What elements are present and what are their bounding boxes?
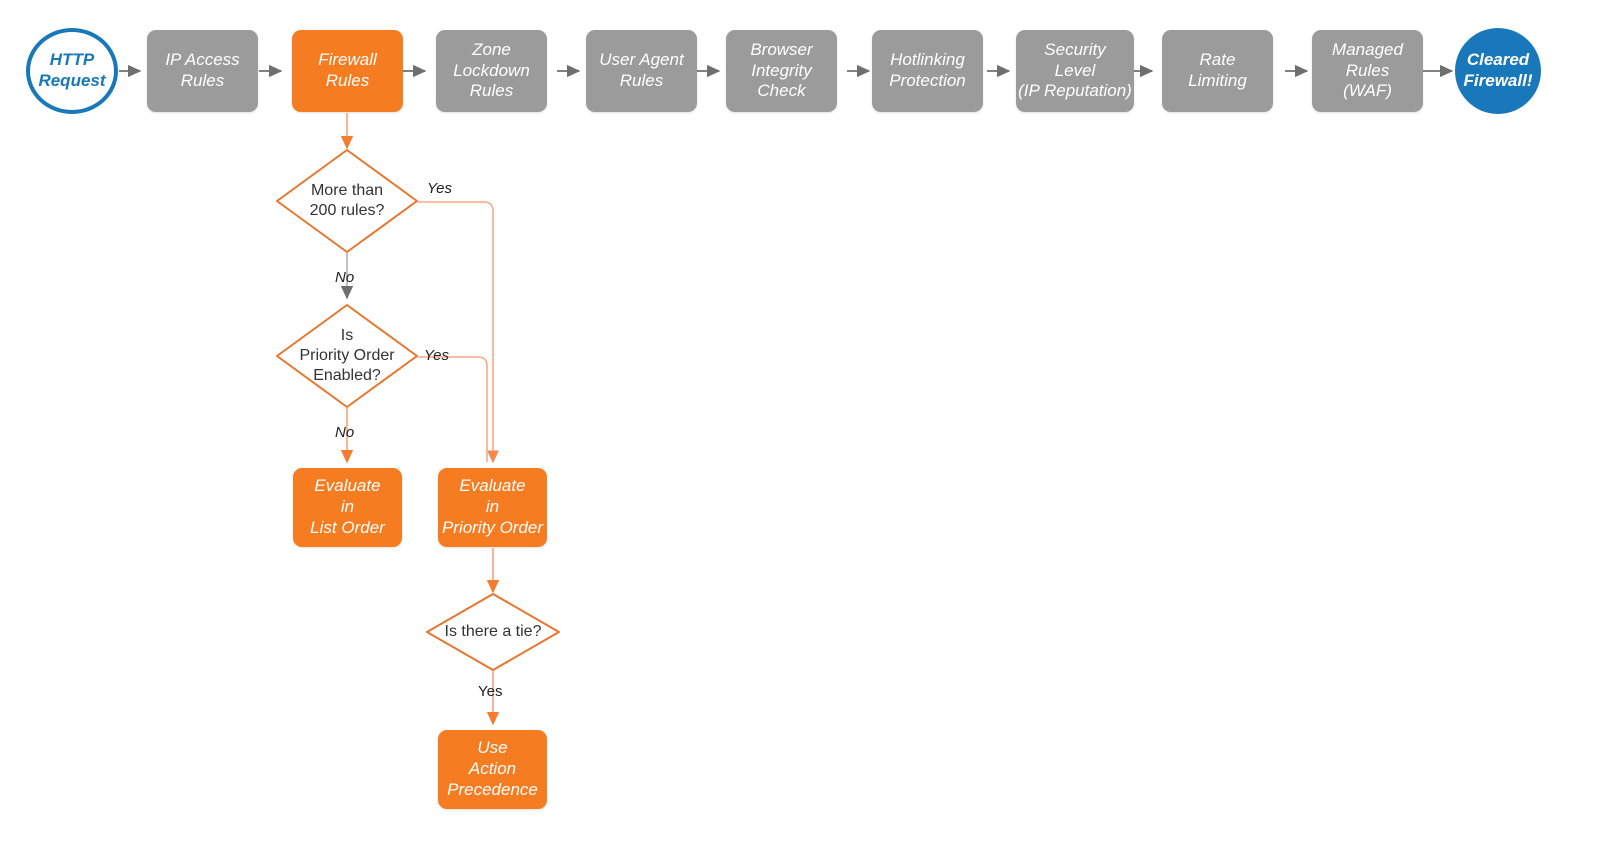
node-cleared-firewall[interactable]: Cleared Firewall! <box>1455 28 1541 114</box>
decision-more-than-200-label-wrap[interactable]: More than 200 rules? <box>277 170 417 232</box>
node-zone-lockdown-rules-label: Zone Lockdown Rules <box>453 39 530 101</box>
node-ip-access-rules-label: IP Access Rules <box>165 50 240 90</box>
node-security-level[interactable]: Security Level (IP Reputation) <box>1016 30 1134 112</box>
node-use-action-precedence-label: Use Action Precedence <box>447 738 538 799</box>
node-rate-limiting-label: Rate Limiting <box>1188 50 1247 90</box>
node-evaluate-in-list-order-label: Evaluate in List Order <box>310 476 385 537</box>
edge-label-tie-yes: Yes <box>478 683 503 700</box>
decision-more-than-200-label: More than 200 rules? <box>309 182 385 219</box>
edge-more-than-200-yes <box>418 201 499 464</box>
node-firewall-rules[interactable]: Firewall Rules <box>292 30 403 112</box>
decision-priority-order-label: Is Priority Order Enabled? <box>299 327 395 384</box>
node-http-request[interactable]: HTTP Request <box>26 28 118 114</box>
edge-label-more-than-200-yes: Yes <box>427 180 453 197</box>
node-hotlinking-protection-label: Hotlinking Protection <box>889 50 966 90</box>
edge-label-priority-order-no: No <box>335 424 355 441</box>
edge-label-more-than-200-no: No <box>335 269 355 286</box>
node-managed-rules-waf-label: Managed Rules (WAF) <box>1332 39 1403 101</box>
node-firewall-rules-label: Firewall Rules <box>318 50 377 90</box>
node-browser-integrity-check-label: Browser Integrity Check <box>750 39 813 101</box>
decision-priority-order-label-wrap[interactable]: Is Priority Order Enabled? <box>272 324 422 388</box>
node-browser-integrity-check[interactable]: Browser Integrity Check <box>726 30 837 112</box>
node-managed-rules-waf[interactable]: Managed Rules (WAF) <box>1312 30 1423 112</box>
decision-is-there-a-tie-label-wrap[interactable]: Is there a tie? <box>427 612 559 652</box>
edge-label-priority-order-yes: Yes <box>424 347 450 364</box>
decision-is-there-a-tie-label: Is there a tie? <box>444 623 542 640</box>
node-evaluate-in-priority-order[interactable]: Evaluate in Priority Order <box>438 468 547 547</box>
node-ip-access-rules[interactable]: IP Access Rules <box>147 30 258 112</box>
node-rate-limiting[interactable]: Rate Limiting <box>1162 30 1273 112</box>
node-http-request-label: HTTP Request <box>38 50 106 90</box>
node-cleared-firewall-label: Cleared Firewall! <box>1463 50 1533 90</box>
edge-priority-order-yes <box>418 356 488 462</box>
node-security-level-label: Security Level (IP Reputation) <box>1018 39 1132 101</box>
node-user-agent-rules-label: User Agent Rules <box>599 50 684 90</box>
node-hotlinking-protection[interactable]: Hotlinking Protection <box>872 30 983 112</box>
node-user-agent-rules[interactable]: User Agent Rules <box>586 30 697 112</box>
node-use-action-precedence[interactable]: Use Action Precedence <box>438 730 547 809</box>
node-evaluate-in-list-order[interactable]: Evaluate in List Order <box>293 468 402 547</box>
node-evaluate-in-priority-order-label: Evaluate in Priority Order <box>441 476 544 537</box>
node-zone-lockdown-rules[interactable]: Zone Lockdown Rules <box>436 30 547 112</box>
